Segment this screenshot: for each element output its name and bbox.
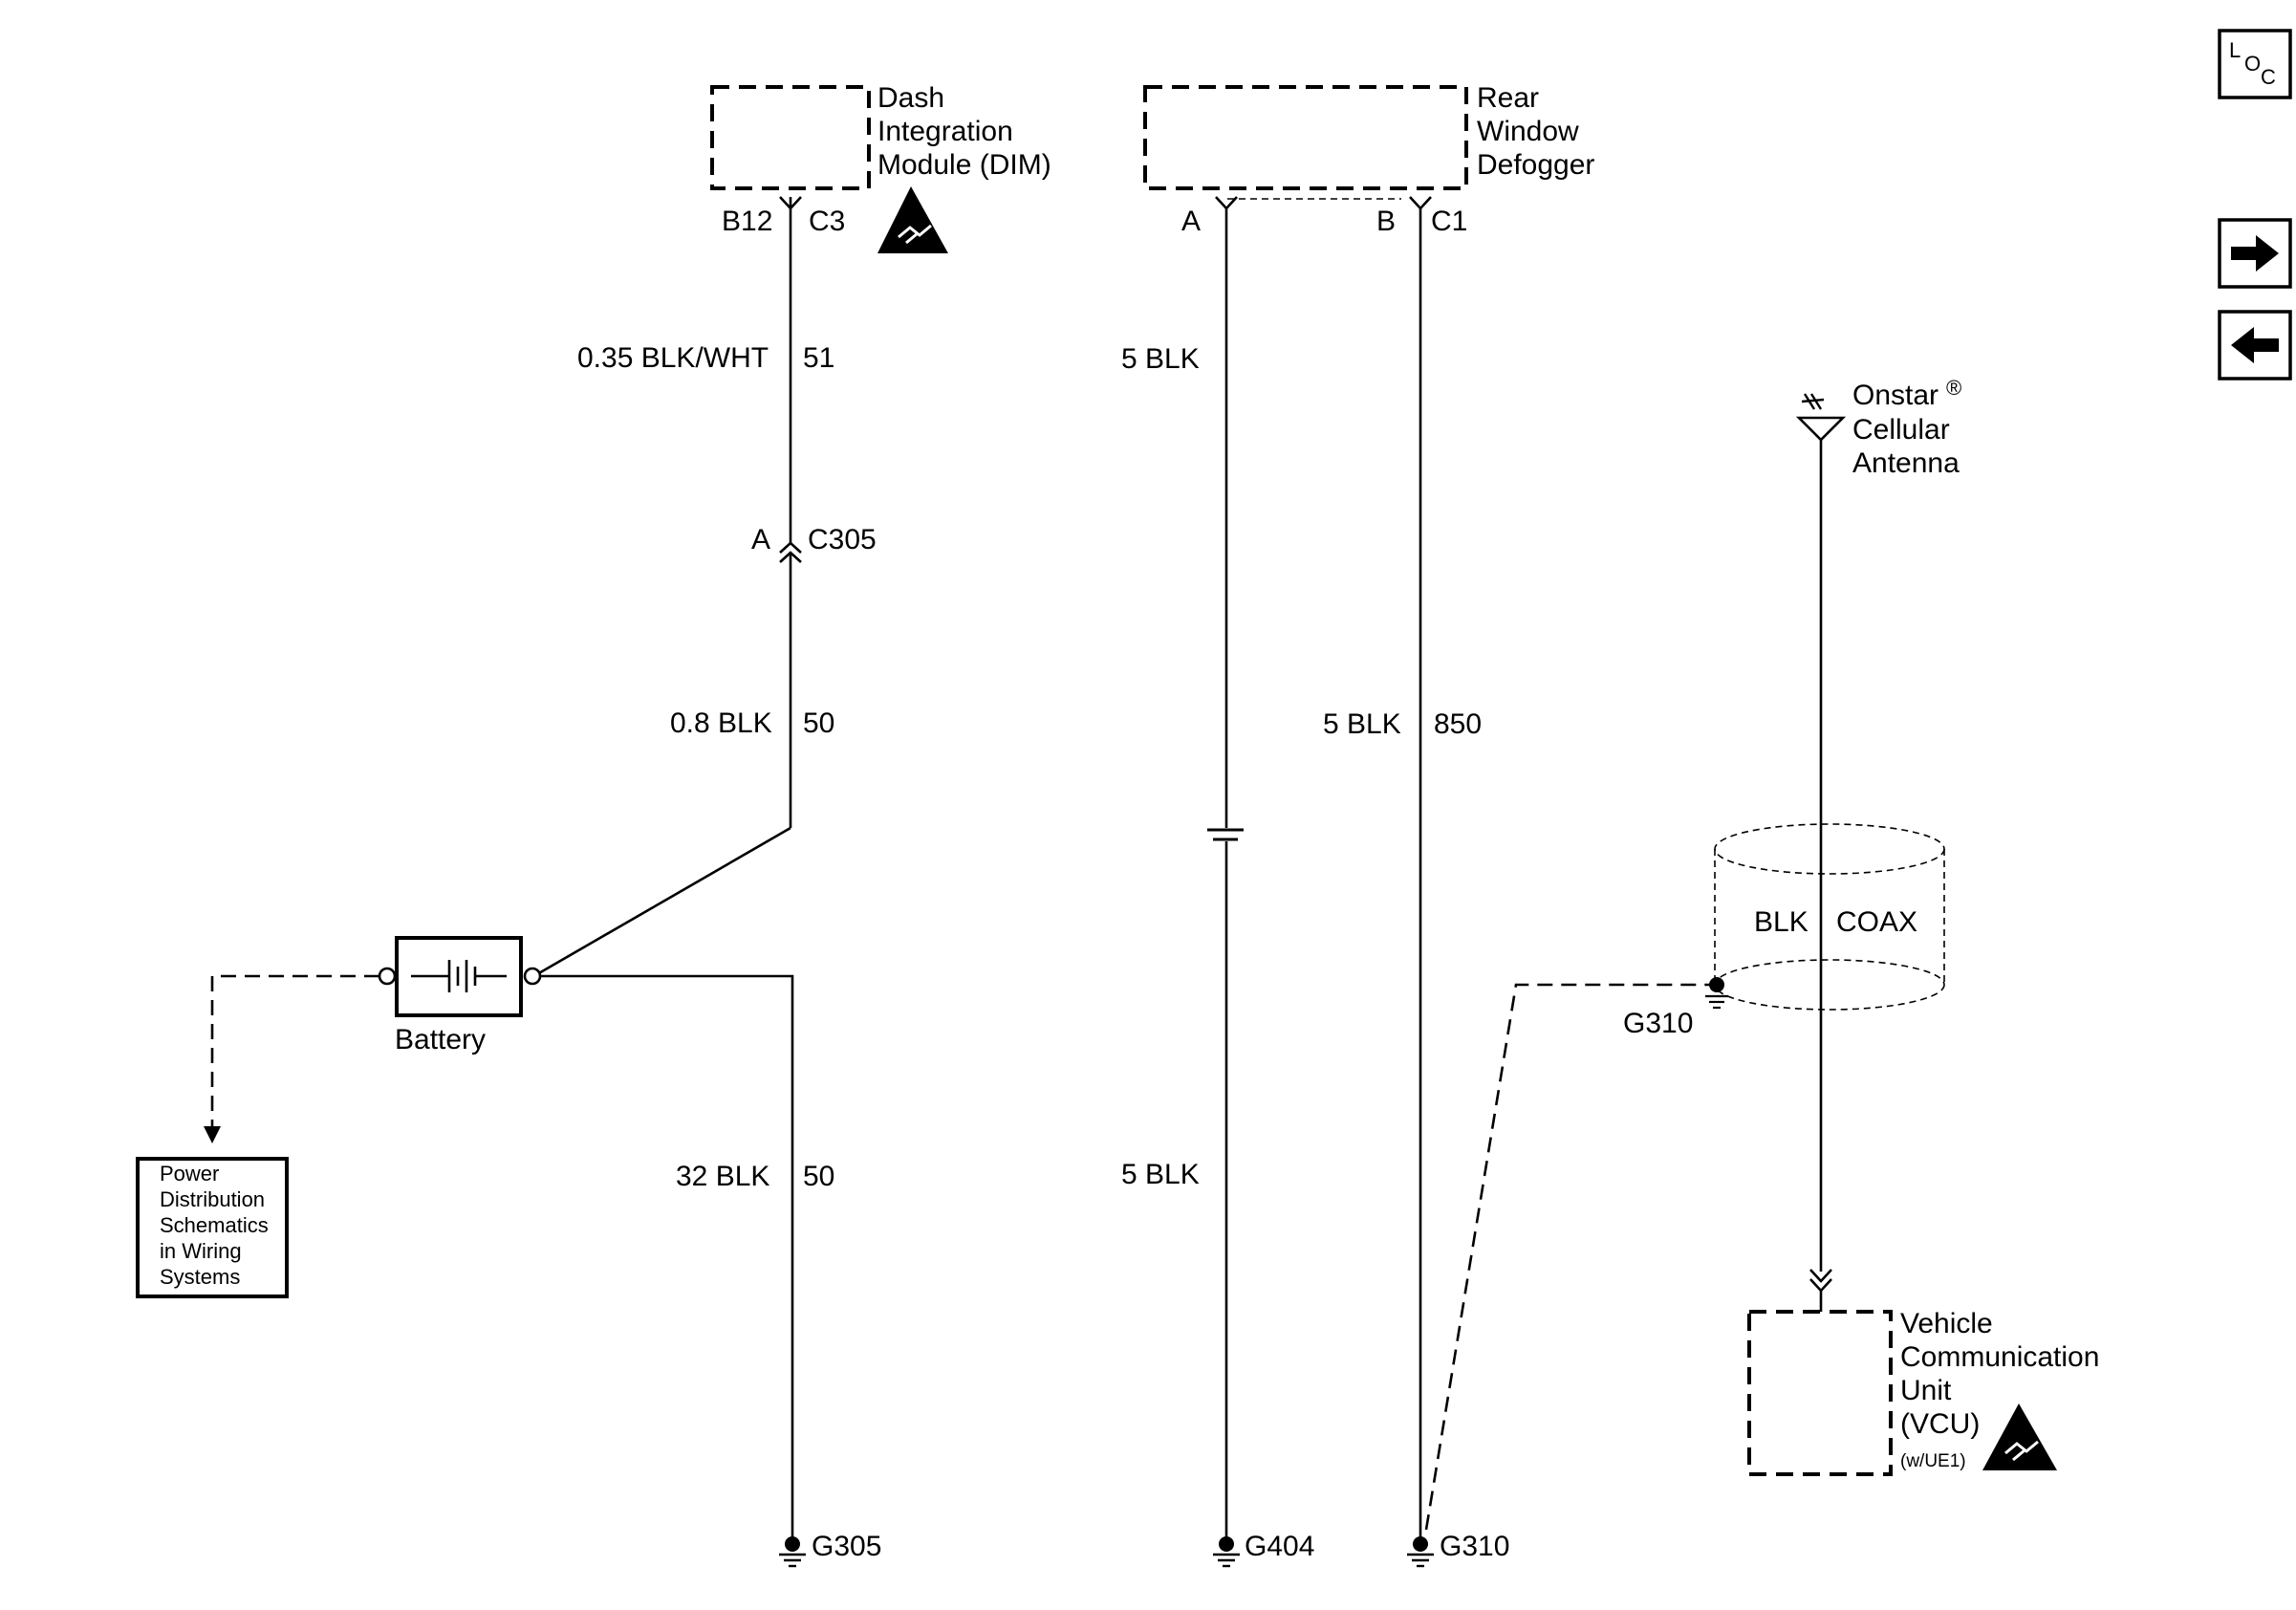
defogger-connector-c1: C1	[1431, 206, 1467, 237]
ground-g404-icon	[1213, 1536, 1240, 1568]
wire-label-dim-upper-circuit: 51	[803, 342, 834, 374]
vcu-box	[1747, 1310, 1893, 1476]
antenna-registered-mark: ®	[1946, 376, 1961, 400]
ground-g305-icon	[779, 1536, 806, 1568]
wire-label-dim-upper-spec: 0.35 BLK/WHT	[577, 342, 769, 374]
battery-negative-terminal	[378, 967, 397, 986]
power-ref-line-2: Distribution	[160, 1187, 265, 1211]
locator-letter-l: L	[2229, 38, 2241, 62]
defogger-name-line-2: Window	[1477, 116, 1579, 147]
dim-name-line-2: Integration	[877, 116, 1013, 147]
vcu-component: Vehicle Communication Unit (VCU) (w/UE1)	[1747, 1308, 2099, 1476]
battery-component: Battery	[378, 936, 542, 1055]
defogger-name-line-1: Rear	[1477, 82, 1539, 114]
dim-box	[710, 85, 871, 190]
power-ref-line-3: Schematics	[160, 1213, 269, 1237]
wire-label-defog-a-upper: 5 BLK	[1121, 343, 1200, 375]
dim-wire: 0.35 BLK/WHT 51 A C305 0.8 BLK 50	[536, 196, 877, 976]
ground-g404-label: G404	[1245, 1531, 1314, 1562]
previous-page-button[interactable]	[2218, 310, 2292, 381]
ground-g310-shield-icon	[1705, 977, 1728, 1010]
battery-positive-terminal	[523, 967, 542, 986]
wire-label-defog-b-circuit: 850	[1434, 708, 1482, 740]
locator-letter-c: C	[2261, 65, 2276, 89]
antenna-name-line-2: Cellular	[1852, 414, 1950, 446]
battery-ground-wire: 32 BLK 50 G305	[540, 974, 881, 1568]
ground-g310-shield-label: G310	[1623, 1008, 1693, 1039]
dim-component: Dash Integration Module (DIM) B12 C3	[710, 82, 1051, 253]
vcu-name-line-2: Communication	[1900, 1341, 2099, 1373]
antenna-name-line-3: Antenna	[1852, 447, 1960, 479]
defogger-component: Rear Window Defogger A B C1	[1143, 82, 1594, 237]
defogger-box	[1143, 85, 1468, 190]
dim-name-line-3: Module (DIM)	[877, 149, 1051, 181]
coax-color-label: BLK	[1754, 906, 1809, 938]
power-ref-line-1: Power	[160, 1162, 219, 1186]
power-reference: Power Distribution Schematics in Wiring …	[136, 974, 379, 1298]
power-ref-line-4: in Wiring	[160, 1239, 242, 1263]
arrow-right-icon	[2231, 235, 2279, 272]
vcu-esd-warning-icon	[1982, 1403, 2057, 1470]
wire-label-battery-ground-circuit: 50	[803, 1161, 834, 1192]
ground-g310-icon	[1407, 1536, 1434, 1568]
arrow-left-icon	[2231, 327, 2279, 363]
ground-g305-label: G305	[812, 1531, 881, 1562]
antenna-name-line-1: Onstar	[1852, 380, 1939, 411]
wire-label-defog-a-lower: 5 BLK	[1121, 1159, 1200, 1190]
locator-letter-o: O	[2244, 52, 2261, 76]
defogger-b-wire: 5 BLK 850 G310	[1323, 196, 1509, 1568]
dim-pin-b12: B12	[722, 206, 772, 237]
power-ref-line-5: Systems	[160, 1265, 240, 1289]
vcu-name-line-4: (VCU)	[1900, 1408, 1980, 1440]
c305-name: C305	[808, 524, 877, 555]
c305-pin-a: A	[751, 524, 770, 555]
wire-label-dim-lower-circuit: 50	[803, 707, 834, 739]
wire-label-dim-lower-spec: 0.8 BLK	[670, 707, 772, 739]
coax-type-label: COAX	[1836, 906, 1917, 938]
defogger-a-wire: 5 BLK 5 BLK G404	[1121, 196, 1314, 1568]
ground-g310-bottom-label: G310	[1440, 1531, 1509, 1562]
coax-shield: BLK COAX G310	[1623, 823, 1945, 1039]
vcu-name-line-3: Unit	[1900, 1375, 1952, 1406]
next-page-button[interactable]	[2218, 218, 2292, 289]
coax-connector	[1809, 1269, 1832, 1293]
vcu-name-line-1: Vehicle	[1900, 1308, 1993, 1339]
locator-button[interactable]: L O C	[2218, 29, 2292, 99]
antenna-component: Onstar ® Cellular Antenna	[1795, 376, 1961, 1272]
dim-name-line-1: Dash	[877, 82, 944, 114]
wire-label-defog-b-spec: 5 BLK	[1323, 708, 1401, 740]
battery-label: Battery	[395, 1024, 486, 1055]
defogger-pin-b: B	[1376, 206, 1396, 237]
shield-drain-wire	[1424, 983, 1711, 1531]
defogger-pin-a: A	[1181, 206, 1201, 237]
vcu-option: (w/UE1)	[1900, 1451, 1966, 1471]
wire-label-battery-ground-spec: 32 BLK	[676, 1161, 769, 1192]
esd-warning-icon	[877, 186, 948, 253]
defogger-name-line-3: Defogger	[1477, 149, 1594, 181]
dim-connector-c3: C3	[809, 206, 845, 237]
